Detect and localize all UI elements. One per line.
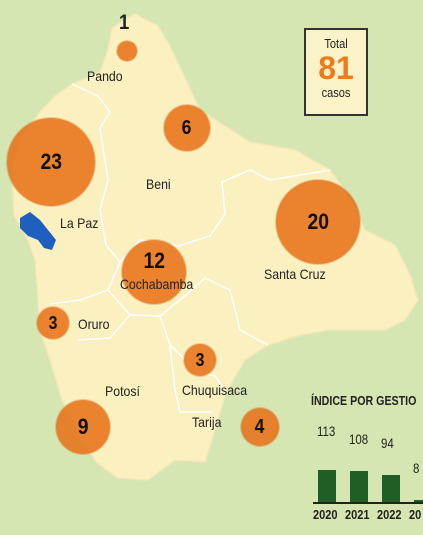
- bar-value-2022: 94: [381, 435, 394, 451]
- label-potosi: Potosí: [105, 383, 140, 399]
- total-box: Total 81 casos: [304, 28, 368, 116]
- lake-titicaca: [20, 212, 56, 250]
- label-la-paz: La Paz: [60, 215, 99, 231]
- bar-label-2022: 2022: [377, 507, 402, 522]
- bubble-chuquisaca: 3: [184, 344, 216, 376]
- total-unit: casos: [321, 85, 351, 100]
- bar-value-2021: 108: [349, 431, 369, 447]
- bar-2020: [318, 470, 336, 502]
- label-tarija: Tarija: [192, 414, 222, 430]
- bar-20: [414, 500, 423, 502]
- bubble-santa-cruz: 20: [276, 180, 360, 264]
- bar-label-20: 20: [409, 507, 422, 522]
- bar-2021: [350, 471, 368, 502]
- bar-label-2020: 2020: [313, 507, 338, 522]
- cases-pando: 1: [119, 11, 130, 34]
- label-cochabamba: Cochabamba: [120, 276, 194, 292]
- bubble-beni: 6: [164, 105, 210, 151]
- label-pando: Pando: [87, 68, 123, 84]
- total-value: 81: [318, 50, 354, 86]
- index-chart-title: ÍNDICE POR GESTIO: [311, 393, 417, 408]
- bubble-potosi: 9: [56, 400, 110, 454]
- bubble-tarija: 4: [241, 408, 279, 446]
- label-oruro: Oruro: [78, 316, 110, 332]
- bar-2022: [382, 475, 400, 502]
- label-chuquisaca: Chuquisaca: [182, 382, 248, 398]
- bubble-pando: [117, 41, 137, 61]
- bubble-la-paz: 23: [7, 118, 95, 206]
- label-beni: Beni: [146, 176, 171, 192]
- bar-value-2020: 113: [317, 423, 336, 439]
- bar-value-20: 8: [413, 460, 420, 476]
- bubble-oruro: 3: [37, 307, 69, 339]
- bar-label-2021: 2021: [345, 507, 370, 522]
- total-label: Total: [324, 36, 348, 51]
- bubble-cochabamba: 12: [122, 240, 186, 304]
- index-chart-baseline: [313, 502, 423, 504]
- label-santa-cruz: Santa Cruz: [264, 266, 326, 282]
